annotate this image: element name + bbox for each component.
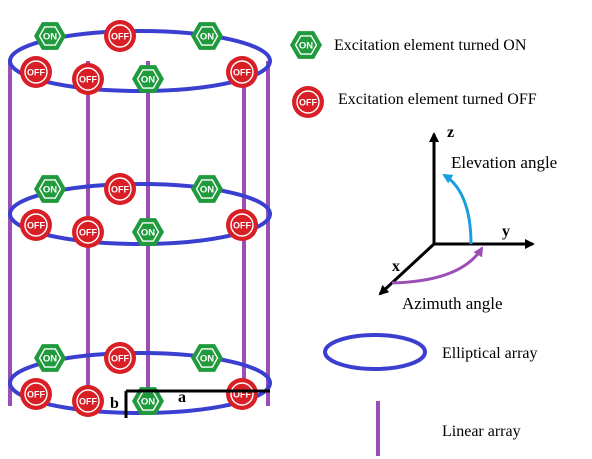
- legend-off-badge: OFF: [292, 86, 324, 118]
- element-badge-off: OFF: [226, 56, 258, 88]
- legend-on-icon: ON: [290, 31, 322, 59]
- off-circle-inner: [108, 346, 132, 370]
- off-badge-text: OFF: [233, 390, 251, 400]
- element-badge-off: OFF: [20, 378, 52, 410]
- on-badge-text: ON: [141, 228, 155, 239]
- element-badge-off: OFF: [72, 385, 104, 417]
- on-hexagon-icon: [290, 31, 322, 59]
- off-circle-inner: [230, 60, 254, 84]
- off-badge-text: OFF: [111, 354, 129, 364]
- on-hexagon-inner: [195, 348, 219, 368]
- element-badge-on: ON: [34, 175, 66, 203]
- off-badge-text: OFF: [233, 221, 251, 231]
- on-badge-text: ON: [200, 185, 214, 196]
- legend-off-icon: OFF: [292, 86, 324, 118]
- off-badge-text: OFF: [111, 32, 129, 42]
- element-badge-off: OFF: [20, 209, 52, 241]
- on-hexagon-inner: [195, 26, 219, 46]
- legend-elliptical-label: Elliptical array: [442, 345, 538, 362]
- element-badge-off: OFF: [104, 173, 136, 205]
- on-hexagon-inner: [294, 35, 318, 55]
- element-badge-off: OFF: [104, 342, 136, 374]
- off-circle-inner: [108, 24, 132, 48]
- off-badge-text: OFF: [299, 98, 317, 108]
- on-hexagon-inner: [38, 348, 62, 368]
- element-badge-on: ON: [191, 22, 223, 50]
- off-badge-text: OFF: [79, 228, 97, 238]
- cylindrical-array: ON OFF ON OFF OFF ON OFF ON OFF ON OFF OFF ON OFF ON OF…: [8, 20, 272, 417]
- off-circle-inner: [24, 382, 48, 406]
- on-hexagon-icon: [191, 22, 223, 50]
- on-hexagon-inner: [38, 179, 62, 199]
- legend-on-label: Excitation element turned ON: [334, 37, 527, 54]
- element-badge-off: OFF: [226, 209, 258, 241]
- on-badge-text: ON: [141, 397, 155, 408]
- legend-ellipse-symbol: [323, 333, 427, 371]
- on-badge-text: ON: [43, 354, 57, 365]
- off-badge-text: OFF: [79, 75, 97, 85]
- element-badge-on: ON: [34, 344, 66, 372]
- off-badge-text: OFF: [79, 397, 97, 407]
- on-badge-text: ON: [299, 41, 313, 52]
- dimension-a-label: a: [178, 389, 186, 406]
- z-axis-label: z: [447, 124, 454, 141]
- on-badge-text: ON: [43, 32, 57, 43]
- x-axis: [378, 242, 436, 296]
- off-badge-text: OFF: [27, 68, 45, 78]
- on-hexagon-inner: [38, 26, 62, 46]
- legend-linear-label: Linear array: [442, 423, 521, 440]
- on-hexagon-icon: [191, 175, 223, 203]
- off-circle-inner: [296, 90, 320, 114]
- on-hexagon-icon: [132, 218, 164, 246]
- off-circle-inner: [76, 67, 100, 91]
- off-circle-inner: [76, 220, 100, 244]
- coordinate-axes: z y x Elevation angle Azimuth angle: [378, 124, 557, 313]
- element-badge-on: ON: [132, 65, 164, 93]
- azimuth-label: Azimuth angle: [402, 294, 503, 313]
- off-badge-text: OFF: [27, 390, 45, 400]
- legend: ON Excitation element turned ON OFF Exci…: [290, 31, 538, 456]
- on-hexagon-icon: [132, 65, 164, 93]
- dimension-b-label: b: [110, 395, 119, 412]
- element-badge-off: OFF: [20, 56, 52, 88]
- on-hexagon-icon: [34, 22, 66, 50]
- dimension-markers: a b: [110, 389, 270, 418]
- off-circle-inner: [108, 177, 132, 201]
- on-hexagon-icon: [34, 344, 66, 372]
- element-badge-off: OFF: [72, 63, 104, 95]
- element-badge-off: OFF: [226, 378, 258, 410]
- on-badge-text: ON: [200, 32, 214, 43]
- on-hexagon-inner: [136, 222, 160, 242]
- y-axis-label: y: [502, 223, 510, 240]
- on-hexagon-icon: [191, 344, 223, 372]
- off-circle-inner: [24, 60, 48, 84]
- x-axis-label: x: [392, 258, 400, 275]
- off-circle-inner: [24, 213, 48, 237]
- on-badge-text: ON: [43, 185, 57, 196]
- off-badge-text: OFF: [111, 185, 129, 195]
- off-badge-text: OFF: [233, 68, 251, 78]
- on-hexagon-inner: [136, 69, 160, 89]
- off-circle-inner: [230, 213, 254, 237]
- on-badge-text: ON: [200, 354, 214, 365]
- on-hexagon-inner: [195, 179, 219, 199]
- element-badge-off: OFF: [72, 216, 104, 248]
- on-badge-text: ON: [141, 75, 155, 86]
- element-badge-on: ON: [132, 218, 164, 246]
- legend-off-label: Excitation element turned OFF: [338, 91, 537, 108]
- element-badge-on: ON: [34, 22, 66, 50]
- element-badge-on: ON: [191, 344, 223, 372]
- on-hexagon-icon: [132, 387, 164, 415]
- off-badge-text: OFF: [27, 221, 45, 231]
- element-badge-on: ON: [191, 175, 223, 203]
- azimuth-arc: [391, 246, 484, 285]
- elevation-label: Elevation angle: [451, 153, 557, 172]
- elevation-arc: [442, 173, 473, 245]
- element-badge-off: OFF: [104, 20, 136, 52]
- off-circle-inner: [76, 389, 100, 413]
- off-circle-inner: [230, 382, 254, 406]
- on-hexagon-icon: [34, 175, 66, 203]
- legend-on-badge: ON: [290, 31, 322, 59]
